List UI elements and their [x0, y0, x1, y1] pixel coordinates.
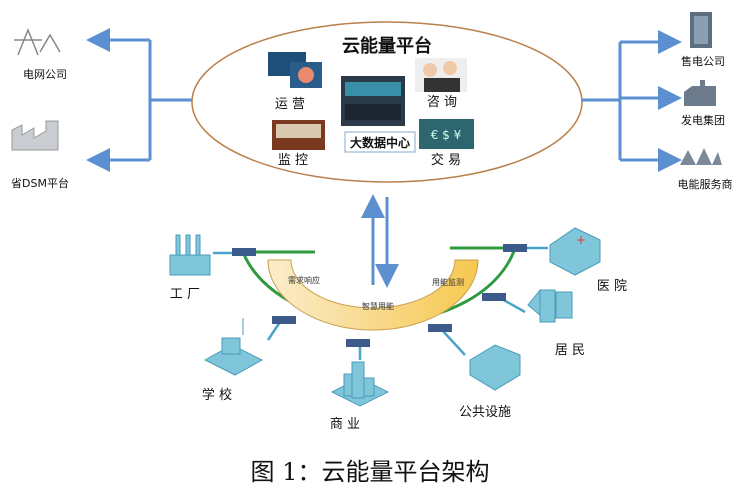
data-center-box — [344, 131, 416, 153]
school-label: 学 校 — [202, 387, 232, 403]
dsm-platform-label: 省DSM平台 — [11, 176, 69, 190]
commerce-icon — [330, 361, 390, 407]
energy-monitoring-label: 用能监测 — [432, 277, 464, 287]
switch-icon — [272, 316, 296, 324]
monitoring-label: 监 控 — [278, 153, 308, 168]
right-connectors — [582, 30, 682, 172]
switch-icon — [503, 244, 527, 252]
factory-label: 工 厂 — [170, 287, 200, 302]
trading-image: € $ ¥ — [419, 119, 474, 149]
hospital-label: 医 院 — [597, 279, 627, 294]
figure-caption: 图 1：云能量平台架构 — [251, 458, 490, 486]
hospital-icon: + — [549, 227, 601, 276]
svg-text:+: + — [576, 233, 586, 247]
residential-icon — [527, 288, 573, 323]
consulting-image — [415, 58, 467, 92]
smart-energy-label: 智慧用能 — [362, 301, 394, 311]
switch-icon — [428, 324, 452, 332]
power-plant-icon — [684, 80, 716, 106]
dsm-platform-icon — [11, 120, 59, 151]
left-connectors — [86, 28, 192, 172]
residents-label: 居 民 — [555, 343, 585, 358]
switch-icon — [346, 339, 370, 347]
trading-label: 交 易 — [431, 152, 461, 168]
building-links — [213, 246, 548, 360]
retail-company-label: 售电公司 — [681, 54, 725, 68]
monitoring-image — [272, 120, 325, 150]
public-facility-label: 公共设施 — [459, 405, 511, 420]
operations-label: 运 营 — [275, 97, 305, 112]
platform-title: 云能量平台 — [342, 35, 432, 57]
cloud-platform: 云能量平台 运 营 咨 询 大数据中心 监 控 € $ ¥ 交 易 — [191, 21, 583, 183]
school-icon — [203, 318, 264, 376]
service-provider-label: 电能服务商 — [678, 177, 733, 191]
data-center-image — [341, 76, 405, 126]
network-switches — [232, 244, 527, 347]
generation-group-label: 发电集团 — [681, 113, 725, 127]
public-facility-icon — [469, 344, 521, 391]
service-band: 需求响应 智慧用能 用能监测 — [267, 259, 479, 331]
switch-icon — [232, 248, 256, 256]
operations-image — [268, 52, 322, 88]
switch-icon — [482, 293, 506, 301]
data-center-label: 大数据中心 — [350, 135, 410, 150]
consulting-label: 咨 询 — [427, 95, 457, 110]
demand-response-label: 需求响应 — [288, 275, 320, 285]
office-building-icon — [690, 12, 712, 48]
commerce-label: 商 业 — [330, 417, 360, 432]
power-tower-icon — [14, 27, 61, 56]
factory-icon — [169, 234, 211, 276]
svg-text:€ $ ¥: € $ ¥ — [431, 128, 462, 142]
service-buildings-icon — [680, 148, 722, 165]
grid-company-label: 电网公司 — [23, 68, 67, 81]
